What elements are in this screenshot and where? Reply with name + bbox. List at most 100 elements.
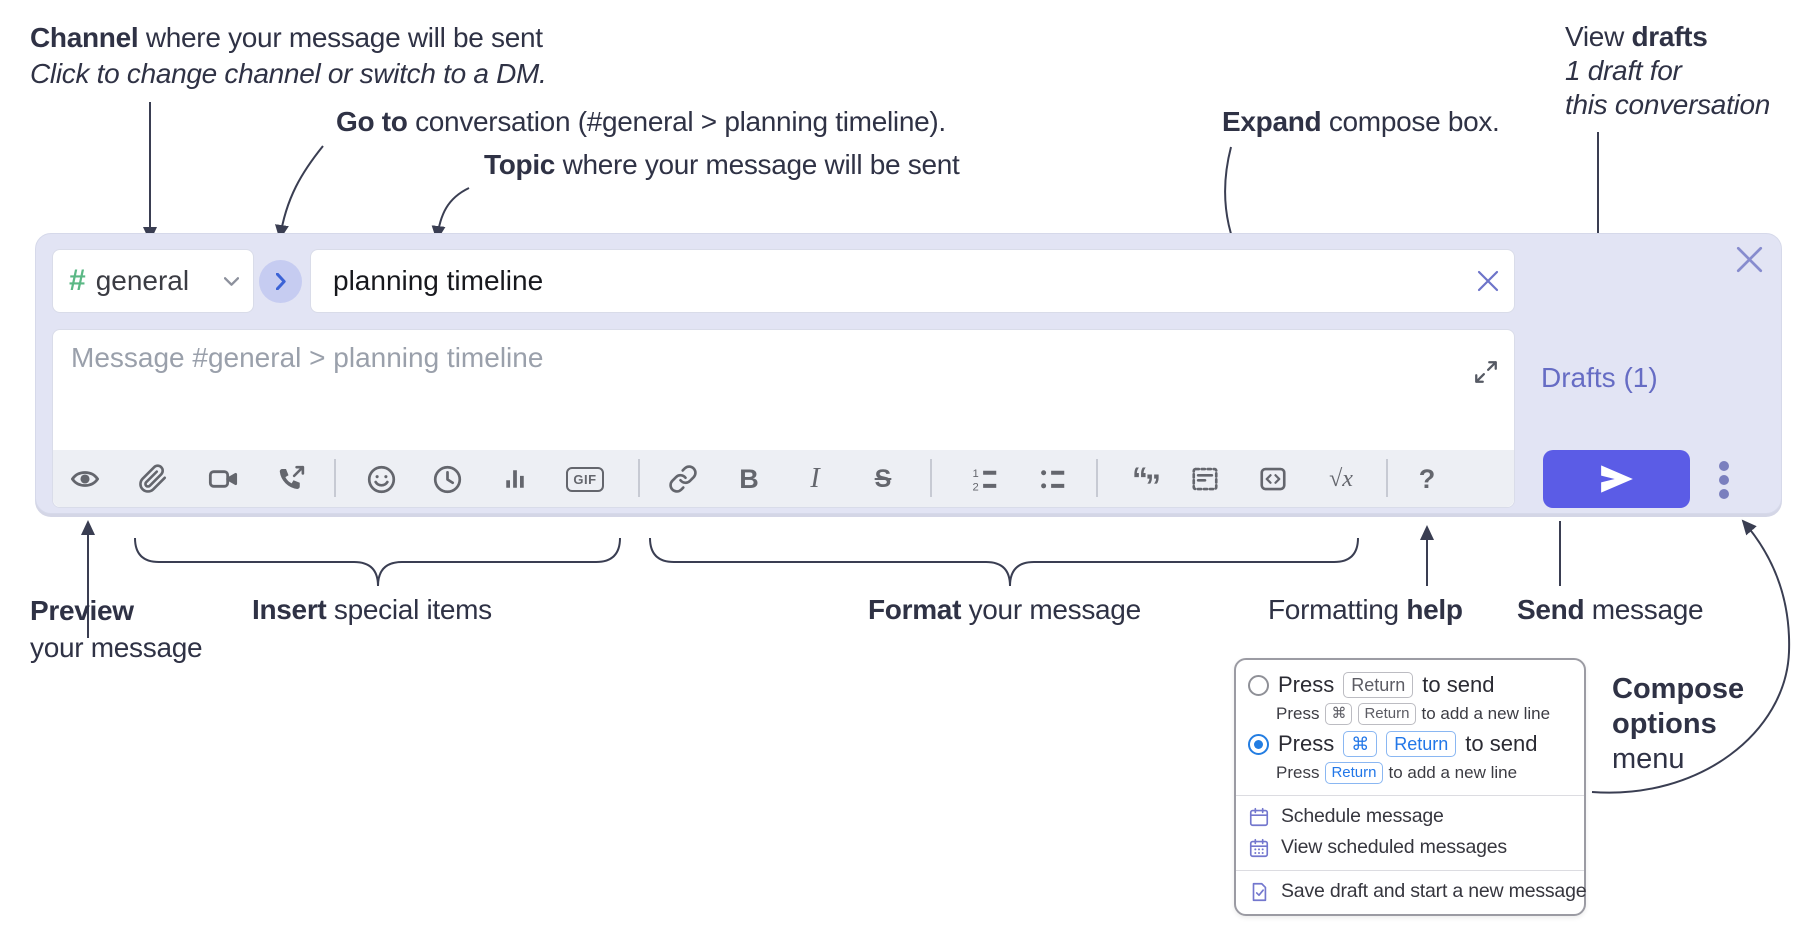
- topic-input[interactable]: [331, 264, 1476, 298]
- cmd-enter-sends-option[interactable]: Press ⌘ Return to send: [1236, 729, 1584, 759]
- math-icon: √x: [1329, 465, 1353, 492]
- kebab-dot: [1719, 489, 1729, 499]
- connector-topic: [431, 187, 470, 241]
- chevron-down-icon: [224, 276, 239, 286]
- menu-item-save-draft[interactable]: Save draft and start a new message: [1236, 876, 1587, 907]
- enter-sends-option[interactable]: Press Return to send: [1236, 670, 1584, 700]
- numbered-list-icon: 1 2: [973, 468, 997, 493]
- channel-name: general: [95, 265, 190, 296]
- italic-button[interactable]: I: [793, 457, 837, 501]
- clear-topic-button[interactable]: [1476, 269, 1500, 293]
- drafts-link[interactable]: Drafts (1): [1541, 362, 1658, 393]
- annotation-expand: Expand compose box.: [1222, 106, 1500, 137]
- return-key-chip: Return: [1386, 731, 1457, 757]
- annotation-channel: Channel where your message will be sent …: [30, 22, 547, 89]
- radio-unchecked-icon[interactable]: [1248, 674, 1269, 696]
- send-icon: [1600, 465, 1633, 493]
- math-button[interactable]: √x: [1315, 457, 1367, 501]
- calendar-icon: [1249, 807, 1269, 826]
- eye-icon: [70, 471, 100, 487]
- bold-button[interactable]: B: [727, 457, 771, 501]
- connector-goto: [275, 145, 324, 240]
- save-draft-icon: [1252, 882, 1267, 901]
- channel-selector[interactable]: # general: [52, 249, 254, 313]
- compose-options-popup: Press Return to send Press ⌘ Return to a…: [1234, 658, 1587, 916]
- quote-button[interactable]: “”: [1123, 457, 1167, 504]
- strikethrough-button[interactable]: S: [861, 457, 905, 501]
- bar-chart-icon: [506, 470, 524, 488]
- brace-format: [649, 537, 1359, 587]
- annotation-topic: Topic where your message will be sent: [484, 149, 960, 180]
- code-icon: [1260, 467, 1286, 491]
- svg-text:2: 2: [973, 481, 979, 493]
- brace-insert: [134, 537, 621, 587]
- cmd-key-chip: ⌘: [1343, 731, 1378, 757]
- toolbar-divider: [638, 459, 640, 497]
- close-icon: [1736, 246, 1763, 273]
- kebab-dot: [1719, 461, 1729, 471]
- channel-hash-icon: #: [69, 264, 86, 297]
- calendar-dots-icon: [1249, 838, 1269, 857]
- menu-item-view-scheduled[interactable]: View scheduled messages: [1236, 832, 1584, 863]
- voice-call-button[interactable]: [269, 457, 313, 501]
- question-mark-icon: ?: [1418, 463, 1436, 494]
- annotation-goto: Go to conversation (#general > planning …: [336, 106, 946, 137]
- preview-button[interactable]: [63, 457, 107, 501]
- clear-topic-x-icon: [1477, 270, 1499, 292]
- expand-compose-button[interactable]: [1472, 358, 1500, 386]
- gif-button[interactable]: GIF: [559, 457, 611, 501]
- spoiler-button[interactable]: [1183, 457, 1227, 501]
- paperclip-icon: [139, 464, 167, 493]
- close-compose-button[interactable]: [1736, 246, 1763, 273]
- toolbar-divider: [1096, 459, 1098, 497]
- annotation-send: Send message: [1517, 594, 1704, 625]
- kebab-dot: [1719, 475, 1729, 485]
- topic-field: [310, 249, 1515, 313]
- cmd-enter-sends-subtext: Press Return to add a new line: [1276, 762, 1518, 784]
- bulleted-list-button[interactable]: [1031, 457, 1075, 501]
- emoji-button[interactable]: [359, 457, 403, 501]
- toolbar-divider: [334, 459, 336, 497]
- svg-text:1: 1: [973, 468, 979, 480]
- cmd-key-chip: ⌘: [1325, 703, 1353, 725]
- video-call-button[interactable]: [201, 457, 245, 501]
- message-input[interactable]: [69, 340, 1453, 444]
- annotation-view-drafts: View drafts 1 draft for this conversatio…: [1565, 21, 1771, 120]
- smiley-icon: [367, 465, 395, 493]
- go-to-conversation-button[interactable]: [259, 260, 302, 303]
- link-icon: [669, 465, 697, 493]
- code-button[interactable]: [1251, 457, 1295, 501]
- compose-toolbar: GIF B I S 1 2: [53, 450, 1514, 507]
- annotation-preview: Preview your message: [30, 595, 203, 663]
- popup-divider: [1236, 870, 1584, 871]
- return-key-chip: Return: [1358, 703, 1416, 725]
- toolbar-divider: [1386, 459, 1388, 497]
- chevron-right-icon: [275, 273, 286, 290]
- italic-icon: I: [810, 463, 820, 494]
- return-key-chip: Return: [1343, 672, 1414, 698]
- annotation-formatting-help: Formatting help: [1268, 594, 1463, 625]
- annotation-format: Format your message: [868, 594, 1141, 625]
- quote-icon: “”: [1132, 460, 1161, 504]
- popup-divider: [1236, 795, 1584, 796]
- clock-icon: [433, 465, 461, 493]
- enter-sends-subtext: Press ⌘ Return to add a new line: [1276, 703, 1551, 725]
- link-button[interactable]: [661, 457, 705, 501]
- compose-options-menu-button[interactable]: [1710, 458, 1738, 502]
- spoiler-icon: [1192, 467, 1218, 491]
- message-formatting-help-button[interactable]: ?: [1405, 457, 1449, 501]
- message-panel: GIF B I S 1 2: [52, 329, 1515, 508]
- attach-file-button[interactable]: [131, 457, 175, 501]
- send-button[interactable]: [1543, 450, 1690, 508]
- gif-icon: GIF: [566, 466, 604, 492]
- outgoing-call-icon: [279, 465, 305, 489]
- bold-icon: B: [739, 463, 759, 494]
- numbered-list-button[interactable]: 1 2: [963, 457, 1007, 501]
- menu-item-schedule-message[interactable]: Schedule message: [1236, 801, 1584, 832]
- return-key-chip: Return: [1325, 762, 1383, 784]
- poll-button[interactable]: [493, 457, 537, 501]
- radio-checked-icon[interactable]: [1248, 733, 1269, 755]
- annotation-compose-options: Compose options menu: [1612, 673, 1745, 775]
- global-time-button[interactable]: [425, 457, 469, 501]
